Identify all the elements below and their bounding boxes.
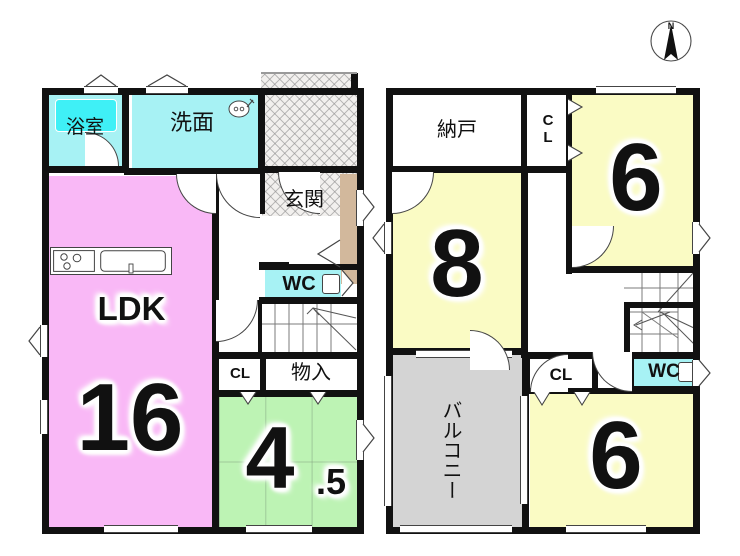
label-closet-mid: CL: [549, 365, 573, 384]
sash-mark-room6ne-right: [698, 223, 711, 253]
sash-mark-ldk-left: [28, 326, 41, 356]
wall-closet-bottom: [216, 390, 364, 397]
window-ldk-left-1: [40, 325, 48, 357]
wall-wc2f-top: [628, 352, 700, 359]
bathtub-icon: [55, 99, 117, 132]
label-toilet-2f: WC: [648, 361, 680, 382]
sash-mark-washroom: [147, 74, 187, 87]
wall-2f-right: [693, 88, 700, 534]
wall-stairs-2f-box-left: [624, 302, 630, 356]
wall-room6ne-left: [566, 166, 572, 274]
wall-cl-mid-right: [592, 352, 598, 394]
wall-washroom-bottom: [124, 168, 265, 175]
fusuma-closet-mid: [528, 391, 600, 407]
label-closet-top-c: C: [542, 112, 554, 129]
label-ldk: LDK: [97, 290, 166, 327]
window-balcony-left: [384, 376, 392, 506]
room-balcony: [386, 354, 528, 534]
stairs-1f-treads: [261, 304, 358, 352]
label-japanese-size-fraction: .5: [315, 461, 347, 502]
window-ldk-left-2: [40, 400, 48, 434]
wall-wc-top: [259, 264, 358, 270]
label-japanese-size: 4: [245, 408, 295, 507]
wall-washroom-right: [258, 88, 265, 175]
sash-mark-room6se-right: [698, 359, 711, 387]
shoe-cabinet-icon: [340, 174, 357, 284]
stairs-2f-treads: [624, 268, 700, 356]
label-entrance: 玄関: [284, 187, 324, 211]
label-closet-top-l: L: [543, 129, 553, 147]
room-ldk: [48, 176, 215, 527]
room-closet-top: [528, 94, 568, 166]
wall-nando-right: [521, 88, 527, 172]
label-room-w-size: 8: [430, 210, 484, 317]
wall-1f-right: [357, 88, 364, 534]
label-closet-top: C L: [530, 112, 566, 147]
wall-room8-right: [521, 166, 528, 358]
wall-bath-right: [122, 88, 129, 173]
sash-mark-tatami-right: [362, 423, 375, 453]
label-storage-1f: 物入: [291, 360, 331, 384]
room-se-2f: [530, 392, 700, 527]
wall-closet-divider: [260, 355, 266, 393]
window-room6se-bottom: [566, 525, 646, 533]
wall-1f-porch-right: [351, 73, 358, 95]
wall-genkan-left: [259, 166, 265, 214]
wall-bath-bottom: [42, 166, 124, 173]
wall-stair-bottom: [216, 352, 364, 359]
fusuma-tatami-top: [222, 391, 356, 405]
fusuma-closet-top: [567, 97, 584, 169]
room-nando: [392, 94, 522, 166]
sash-mark-room8-left: [372, 223, 385, 253]
toilet-icon: [322, 274, 340, 294]
window-bath-top: [84, 86, 118, 94]
porch-top-edge: [261, 72, 357, 74]
label-closet-1f: CL: [230, 365, 250, 382]
label-toilet-1f: WC: [282, 273, 316, 295]
wall-hall-stair-left: [258, 300, 262, 354]
kitchen-sink-icon: [100, 250, 166, 274]
wall-2f-bottom: [386, 527, 700, 534]
genkan-step-arrow: [316, 239, 342, 268]
window-washroom-top: [146, 86, 188, 94]
window-balcony-right: [520, 396, 528, 504]
room-closet-1f: [219, 358, 261, 392]
wall-1f-top: [42, 88, 364, 95]
wall-room6se-top: [524, 388, 700, 394]
north-arrow-icon: [648, 18, 694, 64]
stove-icon: [53, 250, 95, 272]
sink-icon: [228, 97, 256, 119]
door-wc-2f: [592, 352, 632, 392]
window-tatami-bottom: [246, 525, 312, 533]
label-bath: 浴室: [65, 116, 104, 138]
sash-mark-genkan-right: [362, 192, 375, 222]
room-japanese-1f: [219, 396, 358, 527]
label-ldk-size: 16: [76, 364, 184, 471]
wall-room6ne-bottom: [566, 266, 700, 273]
wall-stairs-2f-box-top: [624, 302, 700, 308]
label-nando: 納戸: [437, 117, 477, 141]
wall-nando-bottom: [386, 166, 572, 173]
label-room-ne-size: 6: [609, 124, 663, 231]
window-ldk-bottom: [104, 525, 178, 533]
label-room-se-size: 6: [589, 402, 643, 509]
room-storage-1f: [266, 358, 358, 392]
wall-ldk-right: [212, 168, 219, 534]
window-balcony-bottom: [400, 525, 512, 533]
sash-mark-bath: [85, 74, 117, 87]
wall-wc-bottom: [259, 297, 358, 304]
window-room8-left: [384, 222, 392, 254]
window-balcony-top: [416, 350, 512, 358]
wall-2f-left: [386, 88, 393, 534]
wall-cl-top-right: [566, 88, 572, 172]
wall-1f-bottom: [42, 527, 364, 534]
label-balcony: バルコニー: [439, 400, 463, 500]
sash-mark-wc-right: [341, 269, 354, 297]
wall-2f-top: [386, 88, 700, 95]
wall-1f-left: [42, 88, 49, 534]
window-room6ne-top: [596, 86, 676, 94]
wall-genkan-top: [259, 166, 361, 173]
label-washroom: 洗面: [169, 111, 214, 136]
north-label: N: [667, 21, 675, 31]
